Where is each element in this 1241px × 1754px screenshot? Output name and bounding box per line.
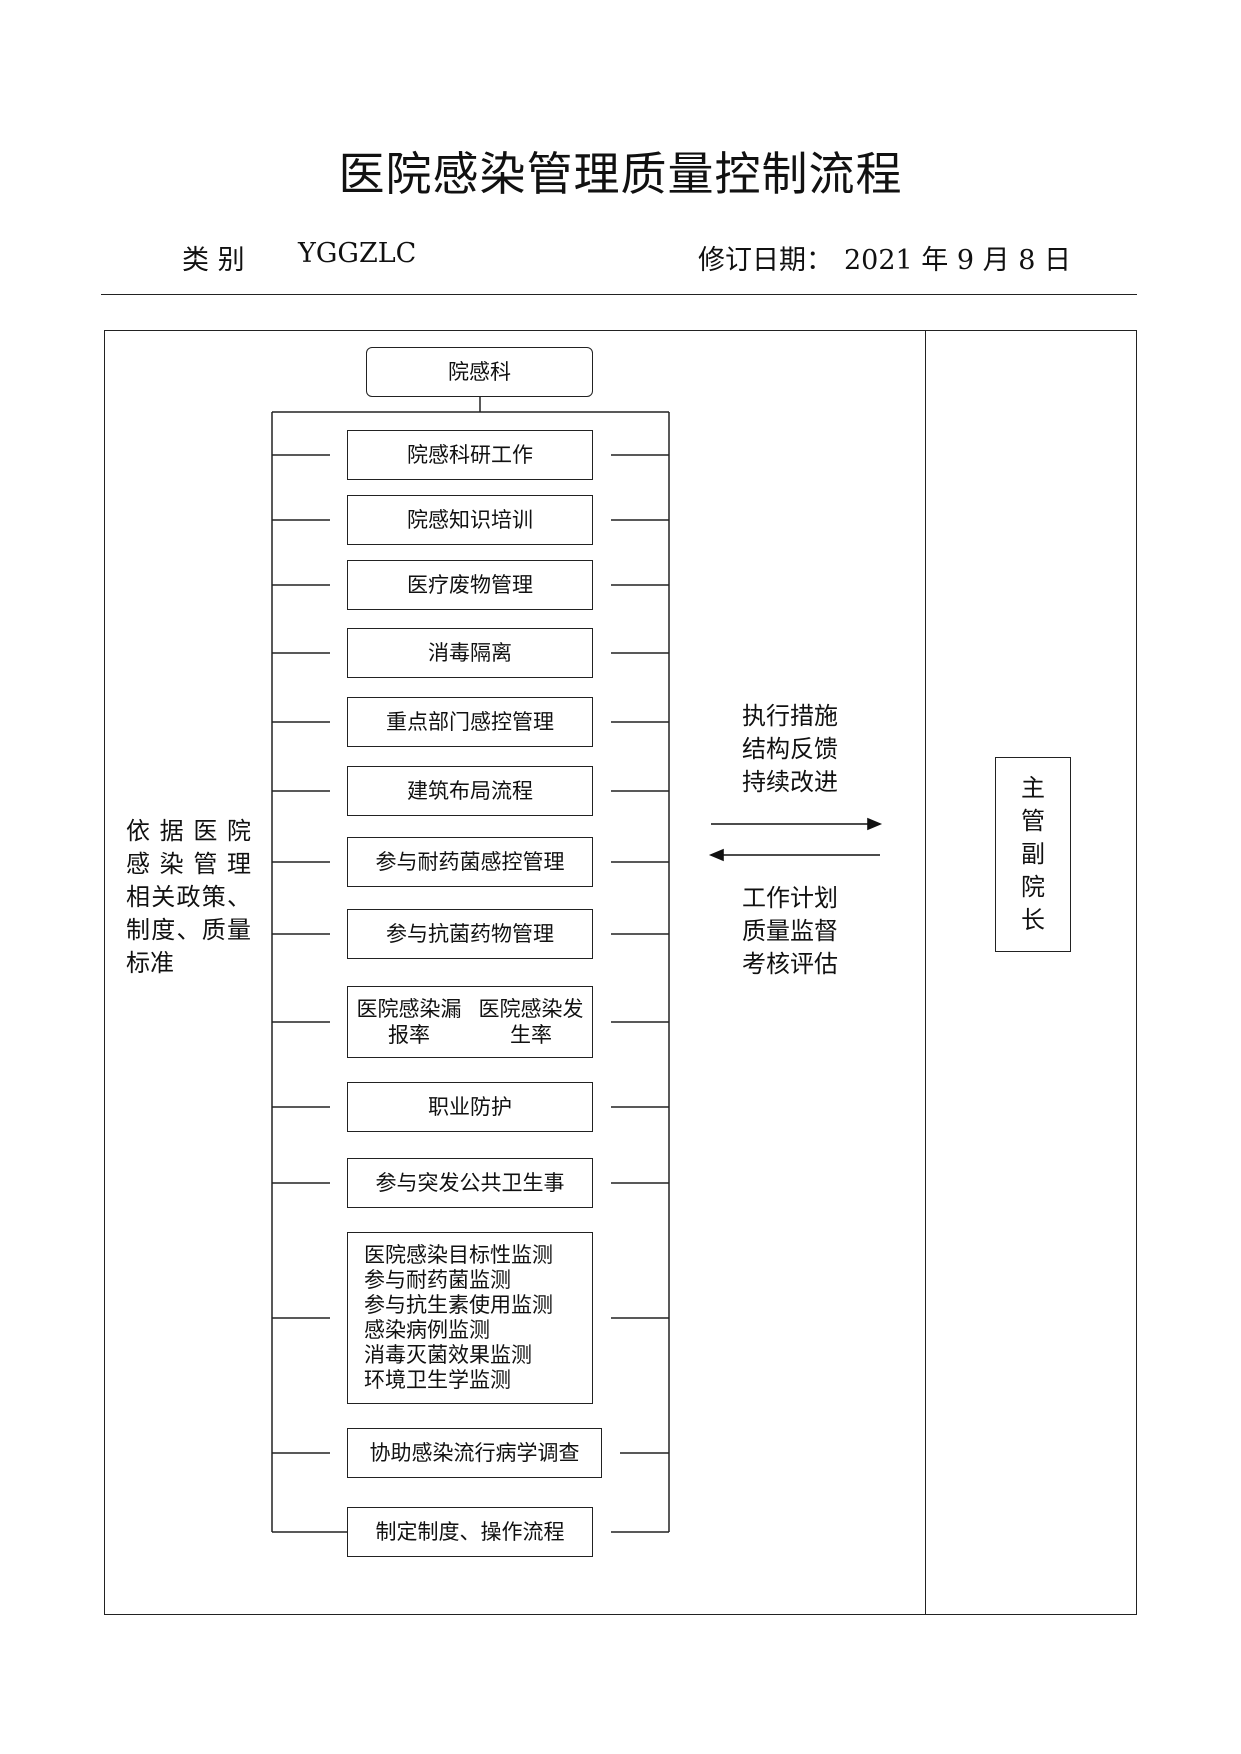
policy-basis-text: 依据医院 感染管理 相关政策、 制度、质量 标准 xyxy=(126,815,251,980)
task-label: 制定制度、操作流程 xyxy=(375,1520,565,1544)
frame-divider xyxy=(925,330,926,1615)
downward-flow-line: 质量监督 xyxy=(742,917,838,945)
root-node-infection-dept: 院感科 xyxy=(366,347,593,397)
task-box: 参与抗菌药物管理 xyxy=(347,909,593,959)
task-label: 医院感染漏报率 xyxy=(356,997,462,1047)
task-label: 院感知识培训 xyxy=(407,508,533,532)
task-label: 医院感染目标性监测 xyxy=(364,1243,553,1267)
task-box: 消毒隔离 xyxy=(347,628,593,678)
task-label: 感染病例监测 xyxy=(364,1318,490,1342)
basis-line: 标准 xyxy=(126,949,174,977)
downward-flow-line: 考核评估 xyxy=(742,950,838,978)
revision-label: 修订日期： xyxy=(698,245,833,276)
task-label: 环境卫生学监测 xyxy=(364,1368,511,1392)
task-box: 职业防护 xyxy=(347,1082,593,1132)
task-label: 参与抗生素使用监测 xyxy=(364,1293,553,1317)
downward-flow-line: 工作计划 xyxy=(742,884,838,912)
task-box: 医院感染漏报率医院感染发生率 xyxy=(347,986,593,1058)
root-node-label: 院感科 xyxy=(448,360,511,384)
task-box: 院感科研工作 xyxy=(347,430,593,480)
task-box: 医院感染目标性监测参与耐药菌监测参与抗生素使用监测感染病例监测消毒灭菌效果监测环… xyxy=(347,1232,593,1404)
task-label: 消毒灭菌效果监测 xyxy=(364,1343,532,1367)
category-value: YGGZLC xyxy=(298,238,417,269)
supervisor-char: 副 xyxy=(1021,840,1045,868)
upward-flow-line: 结构反馈 xyxy=(742,735,838,763)
task-label: 参与抗菌药物管理 xyxy=(386,922,554,946)
upward-flow-line: 持续改进 xyxy=(742,768,838,796)
header-rule xyxy=(101,294,1137,295)
category-label: 类 别 xyxy=(182,245,245,276)
task-label: 医疗废物管理 xyxy=(407,573,533,597)
task-label: 协助感染流行病学调查 xyxy=(369,1441,580,1465)
flow-frame xyxy=(104,330,1137,1615)
task-box: 建筑布局流程 xyxy=(347,766,593,816)
task-box: 医疗废物管理 xyxy=(347,560,593,610)
task-box: 协助感染流行病学调查 xyxy=(347,1428,602,1478)
task-box: 重点部门感控管理 xyxy=(347,697,593,747)
task-label: 消毒隔离 xyxy=(428,641,512,665)
document-title: 医院感染管理质量控制流程 xyxy=(338,147,903,201)
task-label: 院感科研工作 xyxy=(407,443,533,467)
downward-flow-labels: 工作计划 质量监督 考核评估 xyxy=(742,882,838,981)
task-label: 职业防护 xyxy=(428,1095,512,1119)
task-label: 参与突发公共卫生事 xyxy=(375,1171,565,1195)
task-label: 重点部门感控管理 xyxy=(386,710,554,734)
supervisor-char: 管 xyxy=(1021,807,1045,835)
basis-line: 依据医院 xyxy=(126,817,251,845)
task-box: 参与突发公共卫生事 xyxy=(347,1158,593,1208)
downward-flow-arrow-head xyxy=(708,848,724,862)
task-label: 医院感染发生率 xyxy=(478,997,584,1047)
supervisor-char: 院 xyxy=(1021,873,1045,901)
basis-line: 制度、质量 xyxy=(126,916,251,944)
revision-date: 2021 年 9 月 8 日 xyxy=(844,245,1071,276)
task-label: 参与耐药菌感控管理 xyxy=(375,850,565,874)
supervisor-char: 长 xyxy=(1021,906,1045,934)
task-label: 建筑布局流程 xyxy=(407,779,533,803)
supervisor-char: 主 xyxy=(1021,774,1045,802)
basis-line: 感染管理 xyxy=(126,850,251,878)
task-label: 参与耐药菌监测 xyxy=(364,1268,511,1292)
upward-flow-line: 执行措施 xyxy=(742,702,838,730)
upward-flow-labels: 执行措施 结构反馈 持续改进 xyxy=(742,700,838,799)
task-box: 参与耐药菌感控管理 xyxy=(347,837,593,887)
basis-line: 相关政策、 xyxy=(126,883,251,911)
upward-flow-arrow-head xyxy=(867,817,883,831)
supervisor-box: 主 管 副 院 长 xyxy=(995,757,1071,952)
task-box: 院感知识培训 xyxy=(347,495,593,545)
task-box: 制定制度、操作流程 xyxy=(347,1507,593,1557)
